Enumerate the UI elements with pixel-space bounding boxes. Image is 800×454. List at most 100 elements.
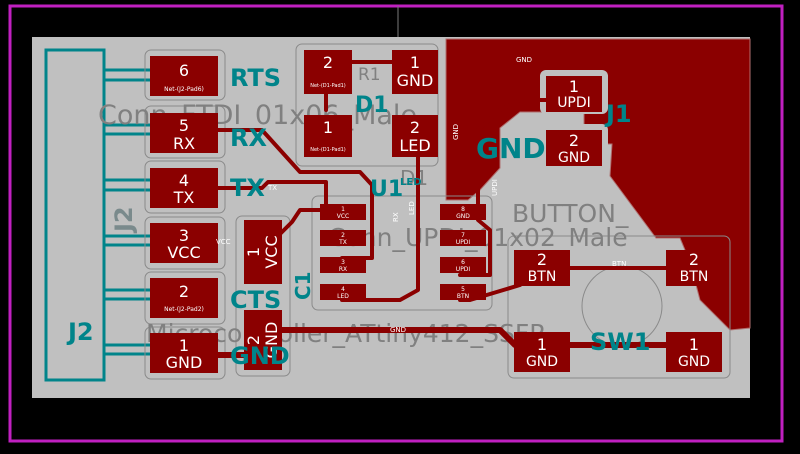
silk-sw1: SW1 [590,328,650,356]
silk-tx: TX [230,174,265,202]
svg-text:3: 3 [341,259,345,266]
svg-text:GND: GND [166,353,203,372]
svg-text:1: 1 [569,77,579,96]
silk-cts: CTS [230,286,281,314]
svg-text:GND: GND [262,322,281,359]
silk-gnd-left: GND [230,342,290,370]
net-btn: BTN [612,260,626,268]
silk-rx: RX [230,124,267,152]
net-led: LED [408,201,416,215]
svg-text:5: 5 [179,116,189,135]
svg-text:8: 8 [461,206,465,213]
sw1-pad-1-right[interactable]: 1 GND [666,332,722,372]
svg-text:GND: GND [526,354,558,370]
sw1-pad-2-right[interactable]: 2 BTN [666,250,722,286]
svg-text:2: 2 [569,131,579,150]
fab-d1-label: D1 [400,166,428,190]
c1-pad-1[interactable]: 1 VCC [244,220,282,284]
net-updi: UPDI [491,179,499,196]
r1-pad-2[interactable]: 2 Net-(D1-Pad1) [304,50,352,94]
svg-text:1: 1 [410,53,420,72]
svg-text:UPDI: UPDI [456,266,471,273]
j2-pins [104,68,150,356]
svg-text:1: 1 [179,336,189,355]
silk-c1: C1 [291,271,315,300]
svg-text:UPDI: UPDI [557,95,591,111]
u1-pad-2[interactable]: 2 TX [320,230,366,246]
u1-pad-5[interactable]: 5 BTN [440,284,486,300]
svg-text:BTN: BTN [457,293,469,300]
svg-text:RX: RX [173,134,195,153]
d1-pad-2-led[interactable]: 2 LED [392,115,438,157]
silk-led: LED [400,177,422,188]
j2-pad-2[interactable]: 2 Net-(J2-Pad2) [150,278,218,318]
u1-pad-7[interactable]: 7 UPDI [440,230,486,246]
svg-text:Net-(D1-Pad1): Net-(D1-Pad1) [310,83,346,89]
silk-j1: J1 [604,100,632,128]
svg-text:2: 2 [244,335,263,345]
net-labels: GND GND UPDI TX RX LED VCC BTN GND [216,56,626,334]
silk-j2: J2 [66,318,94,346]
svg-text:GND: GND [678,354,710,370]
svg-text:Net-(J2-Pad6): Net-(J2-Pad6) [164,86,204,93]
net-gnd-top: GND [516,56,532,64]
sw1-pad-2-left[interactable]: 2 BTN [514,250,570,286]
svg-text:LED: LED [337,293,349,300]
net-rx: RX [392,212,400,222]
net-gnd-bottom: GND [390,326,406,334]
u1-pad-4[interactable]: 4 LED [320,284,366,300]
sw1-pad-1-left[interactable]: 1 GND [514,332,570,372]
svg-text:RX: RX [339,266,347,273]
net-tx: TX [267,184,277,192]
svg-text:VCC: VCC [262,235,281,268]
d1-pad-1-left[interactable]: 1 Net-(D1-Pad1) [304,115,352,157]
net-vcc: VCC [216,238,231,246]
c1-pad-2[interactable]: 2 GND [244,310,282,370]
svg-text:GND: GND [558,150,590,166]
svg-text:GND: GND [456,213,470,220]
svg-text:UPDI: UPDI [456,239,471,246]
svg-text:1: 1 [689,335,699,354]
svg-text:4: 4 [179,171,189,190]
fab-r1-label: R1 [358,65,381,85]
j1-pad-2[interactable]: 2 GND [546,130,602,166]
svg-text:BTN: BTN [680,269,709,285]
svg-text:6: 6 [461,259,465,266]
j2-pad-1[interactable]: 1 GND [150,333,218,373]
svg-text:4: 4 [341,286,345,293]
j2-pad-4[interactable]: 4 TX [150,168,218,208]
svg-text:1: 1 [537,335,547,354]
svg-text:7: 7 [461,232,465,239]
page-frame [8,4,784,443]
svg-text:1: 1 [244,247,263,257]
fab-button-label: BUTTON_ [512,199,629,228]
j2-pad-6[interactable]: 6 Net-(J2-Pad6) [150,56,218,96]
net-gnd-zone: GND [452,124,460,140]
silk-j2-vertical: J2 [110,206,138,234]
svg-text:Net-(D1-Pad1): Net-(D1-Pad1) [310,147,346,153]
silk-gnd-updi: GND [476,132,546,165]
j1-pad-1[interactable]: 1 UPDI [546,76,602,112]
u1-pad-6[interactable]: 6 UPDI [440,257,486,273]
svg-text:GND: GND [397,71,434,90]
svg-text:3: 3 [179,226,189,245]
svg-text:TX: TX [338,239,347,246]
j2-pad-5[interactable]: 5 RX [150,113,218,153]
silk-u1: U1 [370,177,403,202]
silk-d1: D1 [355,93,389,118]
svg-text:2: 2 [323,53,333,72]
svg-text:2: 2 [689,250,699,269]
svg-text:2: 2 [179,282,189,301]
u1-pad-1[interactable]: 1 VCC [320,204,366,220]
svg-text:VCC: VCC [337,213,349,220]
svg-text:Net-(J2-Pad2): Net-(J2-Pad2) [164,306,204,313]
svg-text:1: 1 [341,206,345,213]
svg-text:BTN: BTN [528,269,557,285]
svg-text:6: 6 [179,61,189,80]
silk-rts: RTS [230,64,281,92]
j2-pad-3[interactable]: 3 VCC [150,223,218,263]
u1-pad-3[interactable]: 3 RX [320,257,366,273]
r1-pad-1-gnd[interactable]: 1 GND [392,50,438,94]
u1-pad-8[interactable]: 8 GND [440,204,486,220]
